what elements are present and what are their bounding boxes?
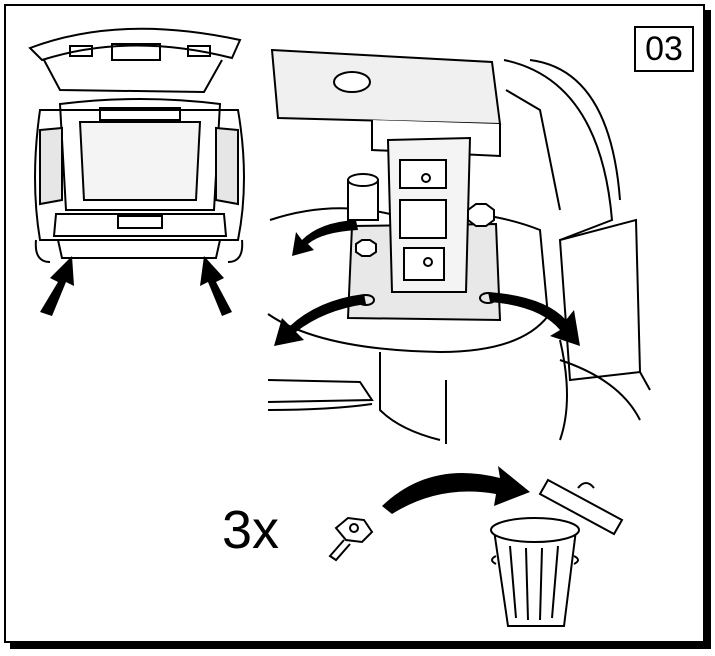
curved-arrow-left-lower-icon: [274, 294, 366, 346]
panel-shadow-right: [705, 10, 711, 649]
arrow-up-left-icon: [40, 256, 74, 316]
bolt-icon: [328, 516, 374, 562]
curved-arrow-left-upper-icon: [292, 220, 358, 256]
trash-bin-icon: [490, 478, 624, 627]
quantity-label: 3x: [222, 500, 280, 560]
attention-arrows: [40, 256, 232, 316]
curved-arrow-right-icon: [488, 292, 580, 346]
arrow-up-right-icon: [200, 256, 232, 316]
removal-arrows: [274, 220, 580, 346]
panel-shadow-bottom: [10, 643, 711, 649]
dispose-arrow-icon: [382, 466, 530, 514]
car-rear-illustration: [28, 27, 245, 263]
step-number-badge: 03: [634, 26, 694, 72]
bracket-detail-illustration: [267, 48, 651, 444]
